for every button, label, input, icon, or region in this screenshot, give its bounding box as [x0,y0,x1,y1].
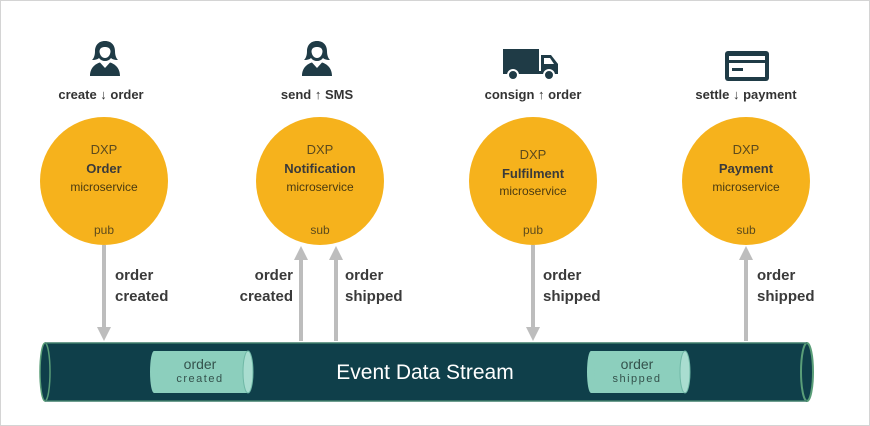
action-label-fulfilment: consign ↑ order [484,87,582,102]
service-type: microservice [70,180,138,194]
fulfilment-microservice: DXP Fulfilment microservice pub [469,117,597,245]
arrow-head [526,327,540,341]
stream-event-pill-right [679,350,691,394]
stream-event-order-shipped: order shipped [612,356,662,385]
action-label-order: create ↓ order [58,87,144,102]
service-name: Fulfilment [501,166,565,181]
stream-event-pill [591,351,685,393]
arrow-publish-order-created [102,245,106,331]
arrow-consume-order-shipped [334,259,338,341]
port-label: pub [93,223,115,237]
action-label-payment: settle ↓ payment [695,87,797,102]
arrow-head [97,327,111,341]
stream-pipe-right-end [800,342,814,402]
action-label-notification: send ↑ SMS [280,87,354,102]
service-prefix: DXP [732,142,760,157]
order-microservice: DXP Order microservice pub [40,117,168,245]
port-label: sub [736,223,756,237]
service-name: Notification [284,161,356,176]
service-name: Order [86,161,122,176]
notification-microservice: DXP Notification microservice sub [256,117,384,245]
truck-icon [503,49,558,81]
port-label: pub [522,223,544,237]
stream-event-order-created: order created [176,356,224,385]
service-name: Payment [718,161,774,176]
arrow-consume-order-created [299,259,303,341]
payment-microservice: DXP Payment microservice sub [682,117,810,245]
service-type: microservice [712,180,780,194]
stream-event-pill-right [242,350,254,394]
credit-card-icon [725,51,769,81]
service-type: microservice [499,184,567,198]
person-icon [302,41,332,76]
port-label: sub [310,223,330,237]
arrow-publish-order-shipped [531,245,535,331]
service-prefix: DXP [90,142,118,157]
person-icon [90,41,120,76]
stream-event-pill [154,351,248,393]
arrow-head [739,246,753,260]
stream-event-pill-left [587,351,595,393]
stream-event-pill-left [150,351,158,393]
arrow-head [329,246,343,260]
service-prefix: DXP [519,147,547,162]
service-type: microservice [286,180,354,194]
service-prefix: DXP [306,142,334,157]
stream-pipe-left-end [39,342,51,402]
arrow-consume-order-shipped [744,259,748,341]
arrow-head [294,246,308,260]
